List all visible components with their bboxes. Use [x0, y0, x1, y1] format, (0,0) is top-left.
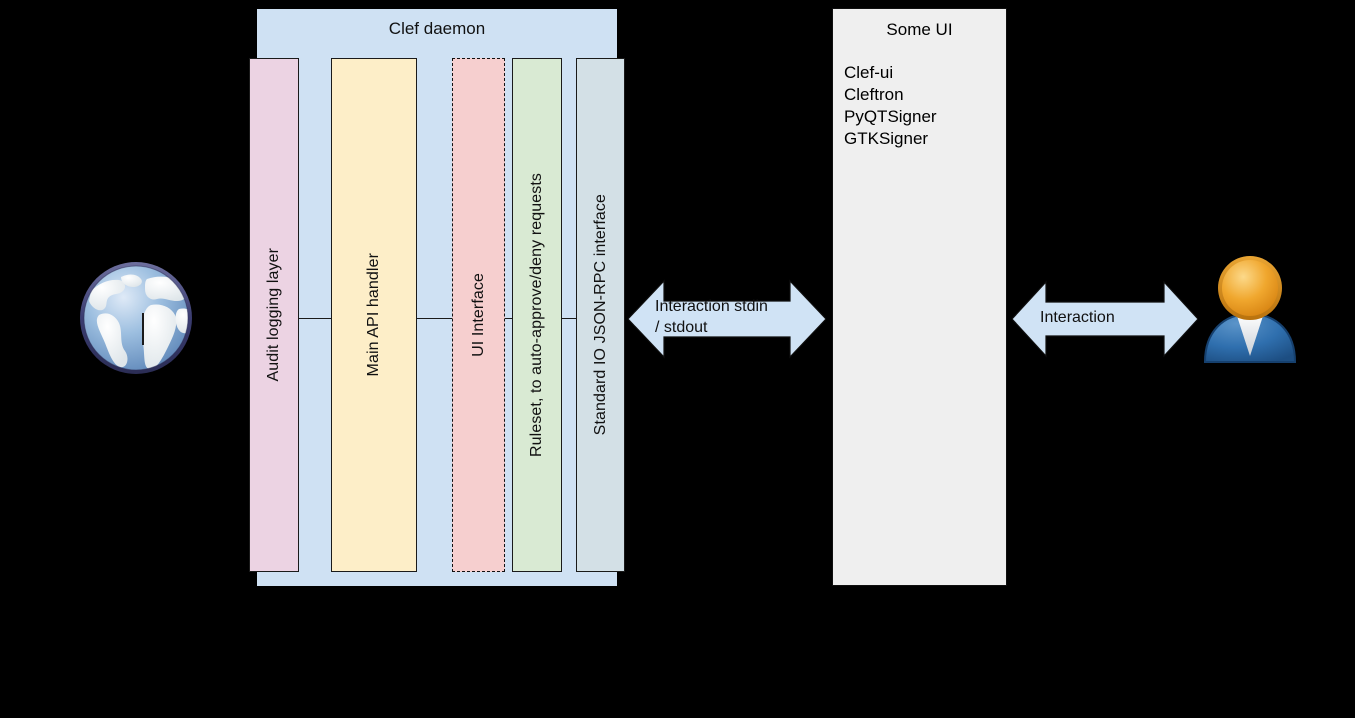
- list-item: Cleftron: [844, 85, 904, 104]
- box-standard-io-json-rpc-interface: Standard IO JSON-RPC interface: [576, 58, 625, 572]
- arrow-interaction: [1012, 279, 1198, 359]
- some-ui-title: Some UI: [886, 20, 953, 39]
- some-ui-panel: Some UI Clef-ui Cleftron PyQTSigner GTKS…: [832, 8, 1007, 586]
- clef-daemon-title: Clef daemon: [388, 19, 486, 38]
- box-label: Ruleset, to auto-approve/deny requests: [528, 173, 545, 457]
- clef-daemon-container: [256, 8, 618, 587]
- connector-line: [416, 318, 453, 319]
- box-ui-interface: UI Interface: [452, 58, 505, 572]
- box-label: Audit logging layer: [265, 248, 282, 382]
- list-item: GTKSigner: [844, 129, 929, 148]
- user-icon: [1197, 252, 1303, 364]
- box-label: Main API handler: [365, 253, 382, 377]
- connector-line: [298, 318, 332, 319]
- box-audit-logging-layer: Audit logging layer: [249, 58, 299, 572]
- list-item: Clef-ui: [844, 63, 894, 82]
- box-main-api-handler: Main API handler: [331, 58, 417, 572]
- box-ruleset: Ruleset, to auto-approve/deny requests: [512, 58, 562, 572]
- arrow-interaction-stdin-stdout: [628, 277, 826, 361]
- some-ui-list: Clef-ui Cleftron PyQTSigner GTKSigner: [844, 62, 937, 150]
- connector-line: [504, 318, 513, 319]
- list-item: PyQTSigner: [844, 107, 937, 126]
- connector-line: [561, 318, 577, 319]
- box-label: UI Interface: [469, 273, 487, 357]
- box-label: Standard IO JSON-RPC interface: [591, 194, 609, 436]
- globe-icon: [75, 257, 197, 379]
